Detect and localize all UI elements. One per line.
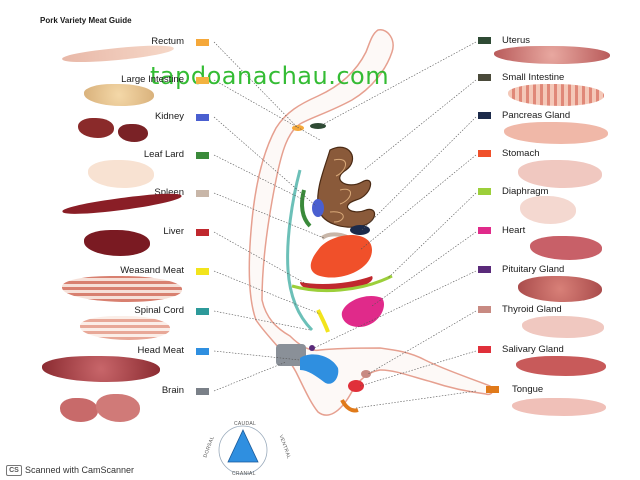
uterus-photo [494, 46, 610, 64]
swatch-kidney [196, 114, 209, 121]
stomach-photo [518, 160, 602, 188]
spinal-cord-photo [80, 316, 170, 340]
swatch-uterus [478, 37, 491, 44]
leaf-lard-shape [300, 189, 312, 228]
label-large-intestine: Large Intestine [121, 74, 184, 85]
head-meat-shape [300, 354, 339, 384]
pituitary-shape [309, 345, 315, 351]
liver-photo [84, 230, 150, 256]
diaphragm-shape [291, 274, 393, 293]
kidney-photo [78, 118, 114, 138]
swatch-pancreas-gland [478, 112, 491, 119]
head-meat-photo [42, 356, 160, 382]
scanner-credit: Scanned with CamScanner [25, 465, 135, 475]
spinal-cord-shape [286, 169, 314, 332]
swatch-thyroid-gland [478, 306, 491, 313]
label-stomach: Stomach [502, 148, 540, 159]
watermark: tapdoanachau.com [150, 62, 390, 90]
label-thyroid-gland: Thyroid Gland [502, 304, 562, 315]
swatch-stomach [478, 150, 491, 157]
swatch-spleen [196, 190, 209, 197]
label-kidney: Kidney [154, 111, 184, 122]
label-pancreas-gland: Pancreas Gland [502, 110, 571, 121]
swatch-pituitary-gland [478, 266, 491, 273]
compass-top-label: CAUDAL [234, 421, 257, 427]
swatch-diaphragm [478, 188, 491, 195]
scanner-footer: CS Scanned with CamScanner [0, 460, 134, 480]
swatch-spinal-cord [196, 308, 209, 315]
swatch-leaf-lard [196, 152, 209, 159]
heart-shape [341, 295, 385, 328]
label-salivary-gland: Salivary Gland [502, 344, 564, 355]
swatch-small-intestine [478, 74, 491, 81]
swatch-liver [196, 229, 209, 236]
label-weasand-meat: Weasand Meat [120, 265, 184, 276]
thyroid-shape [361, 370, 371, 378]
pancreas-shape [350, 225, 370, 235]
label-spleen: Spleen [154, 187, 184, 198]
kidney-photo-2 [118, 124, 148, 142]
weasand-meat-photo [62, 276, 182, 302]
swatch-rectum [196, 39, 209, 46]
pancreas-gland-photo [504, 122, 608, 144]
label-tongue: Tongue [512, 384, 544, 395]
stomach-shape [310, 234, 372, 278]
swatch-brain [196, 388, 209, 395]
right-leader-lines [313, 41, 477, 409]
diaphragm-photo [520, 196, 576, 224]
compass-arrow-icon [218, 425, 268, 475]
large-intestine-photo [84, 84, 154, 106]
label-spinal-cord: Spinal Cord [134, 305, 184, 316]
camscanner-logo-icon: CS [6, 464, 22, 476]
brain-shape [276, 344, 306, 366]
label-leaf-lard: Leaf Lard [143, 149, 184, 160]
page-title: Pork Variety Meat Guide [40, 16, 132, 25]
thyroid-gland-photo [522, 316, 604, 338]
heart-photo [530, 236, 602, 260]
tongue-shape [340, 399, 359, 413]
label-rectum: Rectum [151, 36, 184, 47]
compass-bottom-label: CRANIAL [232, 471, 256, 477]
label-uterus: Uterus [502, 35, 530, 46]
kidney-shape [312, 199, 324, 217]
label-pituitary-gland: Pituitary Gland [502, 264, 565, 275]
small-intestine-photo [508, 84, 604, 106]
left-leader-lines [213, 41, 325, 392]
brain-photo [60, 398, 98, 422]
weasand-shape [316, 309, 330, 333]
salivary-shape [348, 380, 364, 392]
pituitary-gland-photo [518, 276, 602, 302]
tongue-photo [512, 398, 606, 416]
label-small-intestine: Small Intestine [502, 72, 565, 83]
uterus-shape [310, 123, 326, 129]
brain-photo-2 [96, 394, 140, 422]
swatch-heart [478, 227, 491, 234]
label-heart: Heart [502, 225, 526, 236]
leaf-lard-photo [88, 160, 154, 188]
orientation-compass: CAUDAL CRANIAL DORSAL VENTRAL [188, 420, 298, 477]
salivary-gland-photo [516, 356, 606, 376]
label-head-meat: Head Meat [137, 345, 184, 356]
label-brain: Brain [161, 385, 184, 396]
label-diaphragm: Diaphragm [502, 186, 549, 197]
carcass-outline [248, 29, 494, 416]
label-liver: Liver [163, 226, 184, 237]
swatch-weasand-meat [196, 268, 209, 275]
small-intestine-shape [317, 146, 376, 228]
swatch-head-meat [196, 348, 209, 355]
swatch-salivary-gland [478, 346, 491, 353]
swatch-large-intestine [196, 77, 209, 84]
swatch-tongue [486, 386, 499, 393]
